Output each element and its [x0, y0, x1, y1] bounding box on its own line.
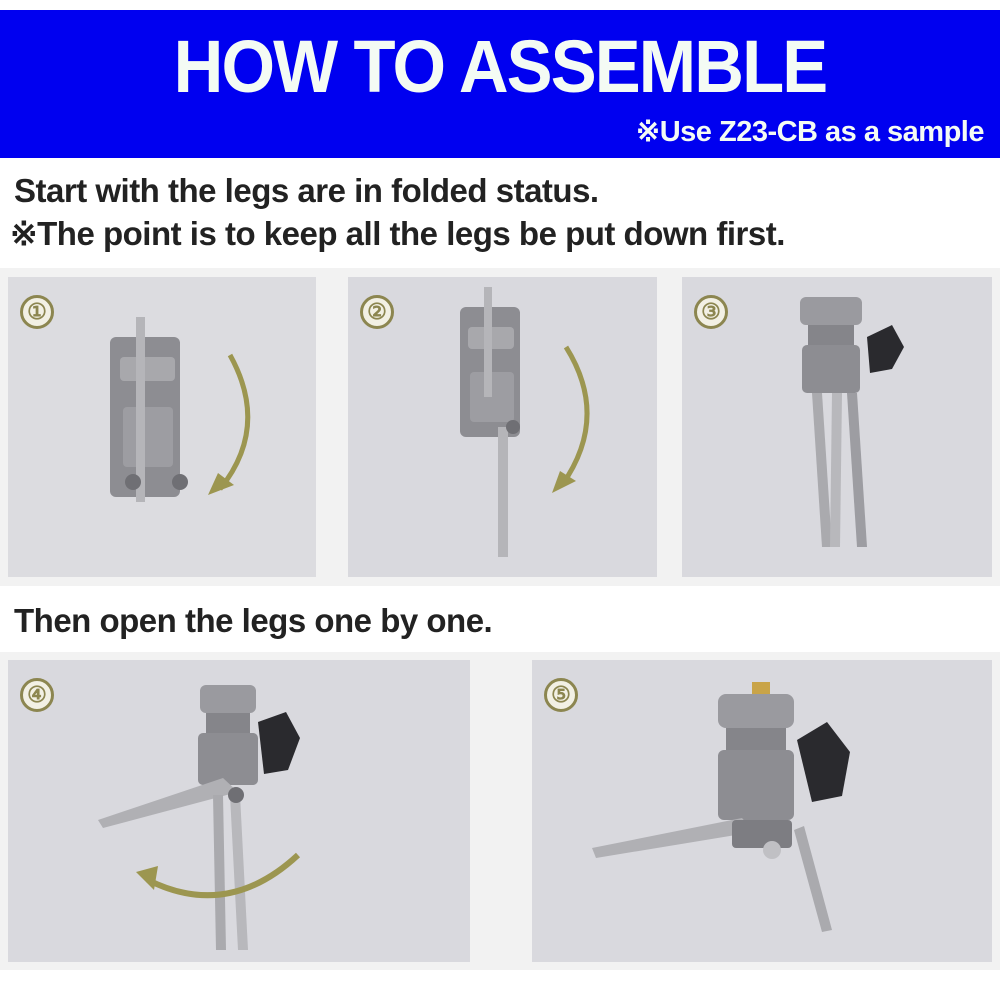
all-legs-down-image: [800, 297, 904, 547]
step-3-panel: ③: [682, 277, 992, 577]
folded-stove-adapter-image: [110, 317, 251, 502]
instruction-line-1: Start with the legs are in folded status…: [14, 172, 599, 209]
instruction-line-2: ※The point is to keep all the legs be pu…: [10, 215, 785, 252]
step-number-badge: ①: [20, 295, 54, 329]
step-2-panel: ②: [348, 277, 657, 577]
step-number-badge: ④: [20, 678, 54, 712]
page-title: HOW TO ASSEMBLE: [173, 25, 829, 108]
step-4-panel: ④: [8, 660, 470, 962]
step-number-badge: ⑤: [544, 678, 578, 712]
instruction-line-3: Then open the legs one by one.: [14, 602, 493, 639]
legs-opened-image: [592, 682, 850, 932]
header-banner: HOW TO ASSEMBLE ※Use Z23-CB as a sample: [0, 10, 1000, 158]
step-number-badge: ②: [360, 295, 394, 329]
step-number-badge: ③: [694, 295, 728, 329]
step-1-panel: ①: [8, 277, 316, 577]
step-5-panel: ⑤: [532, 660, 992, 962]
opening-first-leg-image: [98, 685, 301, 950]
first-leg-lowered-image: [460, 287, 590, 557]
sample-note: ※Use Z23-CB as a sample: [635, 116, 985, 148]
